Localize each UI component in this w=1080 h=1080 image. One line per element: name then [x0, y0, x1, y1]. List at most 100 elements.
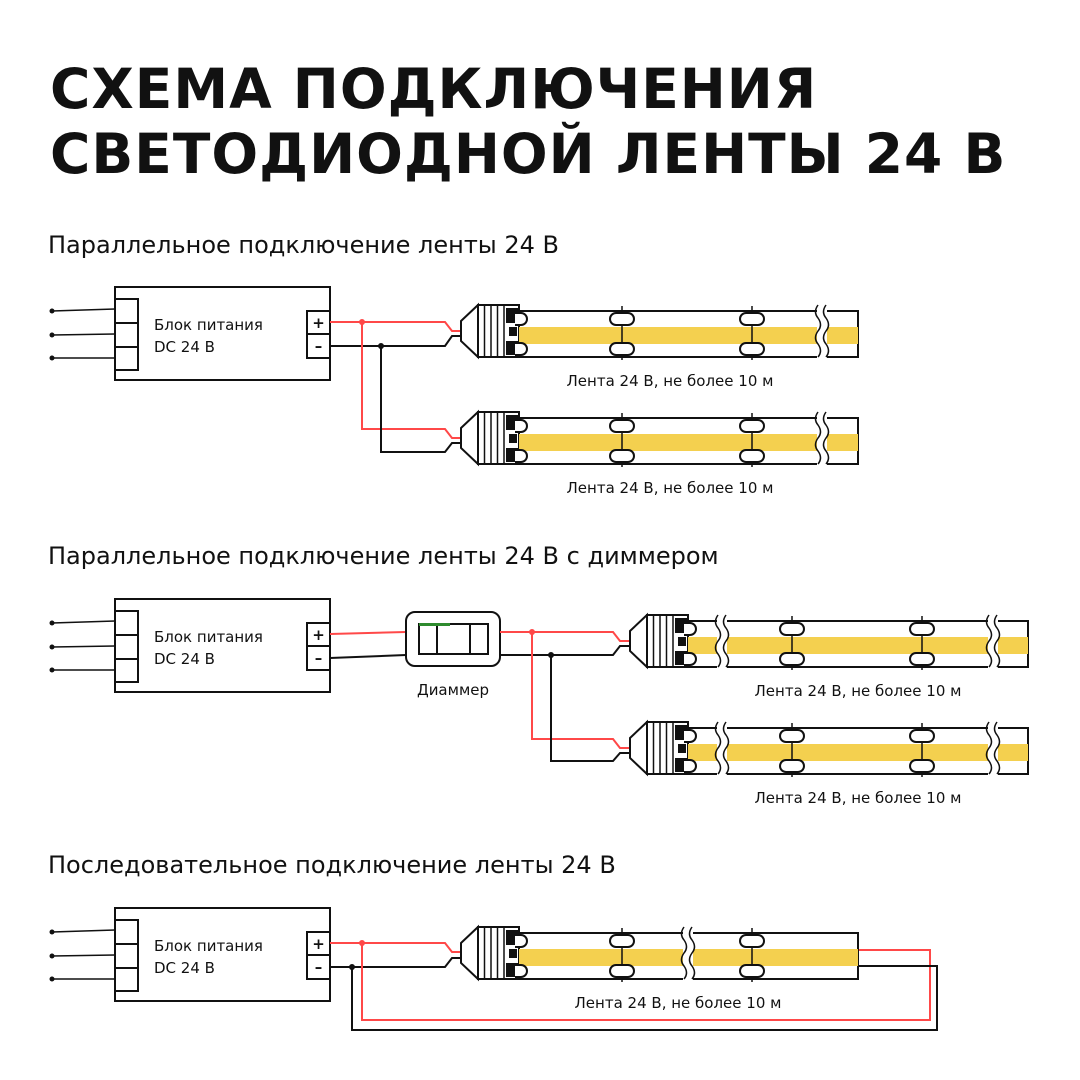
connector-cone — [460, 924, 479, 982]
mains-wire-end — [49, 355, 55, 361]
positive-wire — [329, 631, 407, 635]
break-gap — [817, 415, 827, 467]
break-gap — [717, 618, 727, 670]
positive-wire-branch — [531, 632, 630, 749]
cut-pad — [739, 342, 765, 356]
mains-wire-end — [49, 929, 55, 935]
negative-wire-branch — [380, 346, 461, 453]
psu-label-name: Блок питания — [154, 628, 263, 646]
mains-wire — [51, 308, 116, 312]
cut-pad — [609, 934, 635, 948]
break-mark — [985, 614, 993, 668]
title-line-1: СХЕМА ПОДКЛЮЧЕНИЯ — [50, 57, 818, 121]
cut-pad — [909, 622, 935, 636]
junction-dot — [548, 652, 554, 658]
negative-return-wire — [351, 965, 938, 1031]
title-line-2: СВЕТОДИОДНОЙ ЛЕНТЫ 24 В — [50, 122, 1007, 186]
plus-sign: + — [312, 314, 325, 332]
power-supply-body — [114, 907, 331, 1002]
connector-contact — [678, 637, 686, 646]
cut-pad — [609, 419, 635, 433]
mains-wire-end — [49, 644, 55, 650]
led-strip: Лента 24 В, не более 10 м — [460, 302, 859, 390]
cut-pad — [909, 759, 935, 773]
break-mark — [688, 926, 696, 980]
break-gap — [683, 930, 693, 982]
section-heading-parallel: Параллельное подключение ленты 24 В — [48, 231, 560, 259]
power-supply-body — [114, 598, 331, 693]
connector-contact — [509, 949, 517, 958]
negative-wire — [330, 957, 461, 968]
mains-wire-end — [49, 308, 55, 314]
break-mark — [985, 721, 993, 775]
psu-label-voltage: DC 24 В — [154, 338, 215, 356]
cut-pad — [609, 312, 635, 326]
psu-label-voltage: DC 24 В — [154, 959, 215, 977]
break-mark — [722, 721, 730, 775]
negative-wire — [330, 335, 461, 347]
mains-wire — [51, 929, 116, 933]
break-mark — [680, 926, 688, 980]
break-gap — [988, 618, 998, 670]
junction-dot — [349, 964, 355, 970]
connector-contact — [509, 327, 517, 336]
junction-dot — [359, 940, 365, 946]
strip-pad — [515, 419, 528, 433]
positive-return-wire — [361, 943, 931, 1021]
strip-pad — [684, 652, 697, 666]
strip-label: Лента 24 В, не более 10 м — [755, 682, 962, 700]
positive-wire-branch — [361, 322, 461, 439]
mains-wire — [51, 620, 116, 624]
psu-label-name: Блок питания — [154, 316, 263, 334]
led-band — [519, 327, 858, 344]
cut-pad — [739, 449, 765, 463]
strip-label: Лента 24 В, не более 10 м — [575, 994, 782, 1012]
dimmer-panel — [418, 623, 489, 655]
mains-wire — [51, 645, 116, 648]
connector-cone — [629, 719, 648, 777]
cut-pad — [909, 729, 935, 743]
break-mark — [993, 614, 1001, 668]
led-strip: Лента 24 В, не более 10 м — [460, 924, 859, 1012]
break-mark — [722, 614, 730, 668]
minus-sign: – — [315, 649, 323, 667]
mains-wire-end — [49, 667, 55, 673]
plus-sign: + — [312, 935, 325, 953]
break-gap — [817, 308, 827, 360]
cut-pad — [739, 312, 765, 326]
strip-pad — [684, 729, 697, 743]
negative-wire — [500, 645, 630, 656]
break-mark — [822, 411, 830, 465]
strip-pad — [515, 312, 528, 326]
positive-wire — [330, 942, 461, 953]
junction-dot — [529, 629, 535, 635]
strip-pad — [684, 622, 697, 636]
strip-label: Лента 24 В, не более 10 м — [567, 479, 774, 497]
cut-pad — [779, 759, 805, 773]
strip-pad — [515, 964, 528, 978]
connector-cone — [460, 409, 479, 467]
mains-wire — [51, 333, 116, 336]
cut-pad — [739, 934, 765, 948]
connector-cone — [460, 302, 479, 360]
mains-wire-end — [49, 953, 55, 959]
strip-pad — [515, 449, 528, 463]
strip-label: Лента 24 В, не более 10 м — [567, 372, 774, 390]
cut-pad — [739, 419, 765, 433]
connector-contact — [509, 434, 517, 443]
cut-pad — [609, 964, 635, 978]
break-mark — [714, 614, 722, 668]
break-gap — [717, 725, 727, 777]
dimmer: Диаммер — [405, 611, 501, 699]
dimmer-indicator — [419, 623, 450, 626]
strip-label: Лента 24 В, не более 10 м — [755, 789, 962, 807]
connector-contact — [678, 744, 686, 753]
break-mark — [822, 304, 830, 358]
break-mark — [814, 411, 822, 465]
mains-wire-end — [49, 332, 55, 338]
break-mark — [814, 304, 822, 358]
cut-pad — [609, 342, 635, 356]
junction-dot — [378, 343, 384, 349]
